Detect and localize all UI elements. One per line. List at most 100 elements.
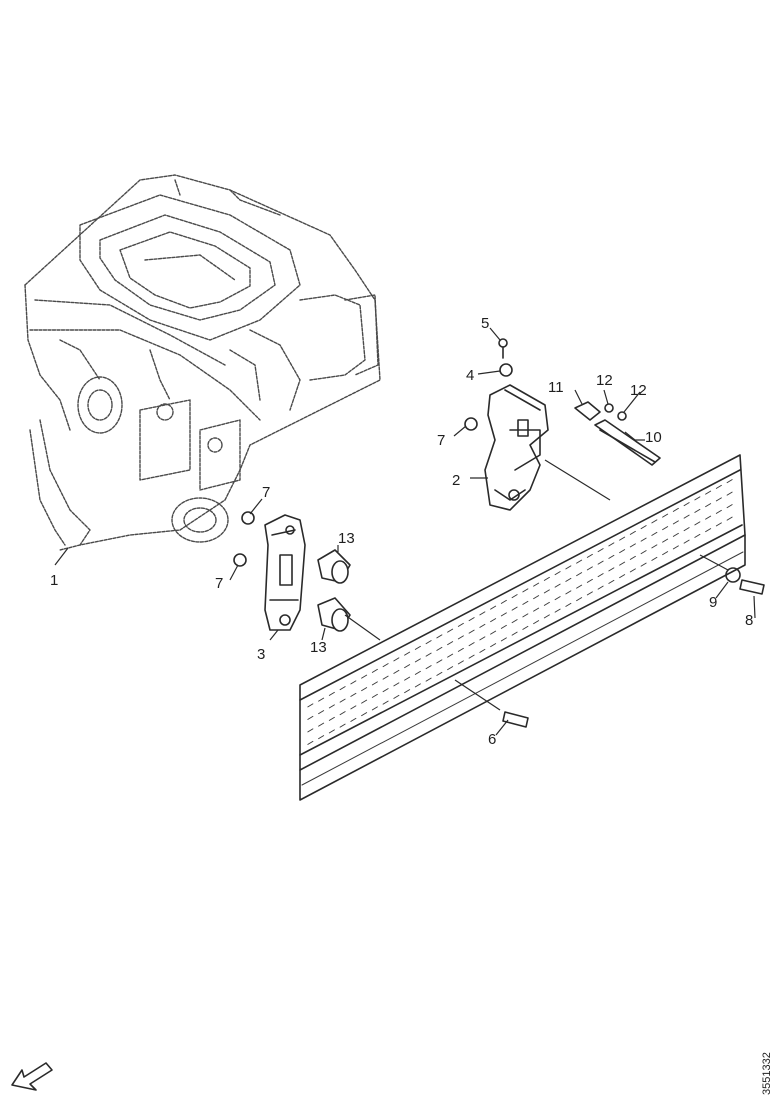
perforation-hole: [672, 545, 679, 550]
perforation-hole: [318, 735, 325, 740]
callout-10: 10: [645, 429, 662, 446]
perforation-hole: [414, 645, 421, 650]
perforation-hole: [307, 703, 314, 708]
perforation-hole: [371, 706, 378, 711]
arrow-down-left-icon: [11, 1062, 53, 1091]
perforation-hole: [715, 497, 722, 502]
perforation-hole: [651, 531, 658, 536]
perforation-hole: [554, 571, 561, 576]
perforation-hole: [500, 612, 507, 617]
perforation-hole: [457, 660, 464, 665]
perforation-hole: [576, 584, 583, 589]
callout-8: 8: [745, 612, 753, 629]
perforation-hole: [619, 561, 626, 566]
perforation-hole: [447, 666, 454, 671]
perforation-hole: [629, 543, 636, 548]
perforation-hole: [694, 508, 701, 513]
perforation-hole: [586, 591, 593, 596]
perforation-hole: [361, 712, 368, 717]
perforation-hole: [565, 602, 572, 607]
perforation-hole: [350, 692, 357, 697]
perforation-hole: [511, 606, 518, 611]
perforation-hole: [543, 576, 550, 581]
perforation-hole: [490, 630, 497, 635]
perforation-hole: [457, 647, 464, 652]
perforation-hole: [597, 560, 604, 565]
perforation-hole: [339, 711, 346, 716]
perforation-hole: [479, 636, 486, 641]
perforation-hole: [608, 554, 615, 559]
leader-lines: [54, 327, 756, 736]
perforation-hole: [447, 628, 454, 633]
perforation-hole: [307, 728, 314, 733]
perforation-hole: [651, 544, 658, 549]
perforation-hole: [608, 567, 615, 572]
perforation-hole: [436, 659, 443, 664]
clip-part-11: [574, 401, 601, 421]
perforation-hole: [683, 514, 690, 519]
callout-7-bracket-left: 7: [215, 575, 223, 592]
callout-12-right: 12: [630, 382, 647, 399]
callout-9: 9: [709, 594, 717, 611]
callout-2: 2: [452, 472, 460, 489]
perforation-hole: [533, 620, 540, 625]
perforation-hole: [457, 635, 464, 640]
perforation-hole: [629, 568, 636, 573]
perforation-hole: [694, 521, 701, 526]
perforation-hole: [328, 691, 335, 696]
perforation-hole: [586, 553, 593, 558]
perforation-hole: [694, 496, 701, 501]
perforation-hole: [705, 528, 712, 533]
perforation-hole: [371, 693, 378, 698]
perforation-hole: [511, 619, 518, 624]
perforation-hole: [715, 522, 722, 527]
perforation-hole: [522, 600, 529, 605]
callout-11: 11: [548, 379, 564, 396]
perforation-hole: [500, 637, 507, 642]
perforation-hole: [522, 613, 529, 618]
perforation-hole: [597, 573, 604, 578]
perforation-hole: [404, 689, 411, 694]
perforation-hole: [468, 642, 475, 647]
perforation-hole: [425, 640, 432, 645]
perforation-hole: [436, 671, 443, 676]
perforation-hole: [425, 677, 432, 682]
perforation-hole: [479, 623, 486, 628]
perforation-hole: [414, 683, 421, 688]
perforation-hole: [640, 537, 647, 542]
perforation-hole: [554, 583, 561, 588]
perforation-hole: [683, 502, 690, 507]
document-number: 3551332: [761, 1052, 773, 1095]
perforation-hole: [651, 556, 658, 561]
perforation-hole: [500, 624, 507, 629]
perforation-hole: [619, 536, 626, 541]
perforation-hole: [640, 562, 647, 567]
perforation-hole: [339, 698, 346, 703]
perforation-hole: [662, 551, 669, 556]
perforation-hole: [350, 717, 357, 722]
perforation-hole: [651, 519, 658, 524]
perforation-hole: [705, 503, 712, 508]
perforation-hole: [672, 520, 679, 525]
perforation-hole: [490, 605, 497, 610]
perforation-hole: [608, 579, 615, 584]
perforation-hole: [371, 668, 378, 673]
perforation-hole: [683, 539, 690, 544]
perforation-hole: [382, 688, 389, 693]
perforation-hole: [565, 565, 572, 570]
perforation-hole: [694, 533, 701, 538]
perforation-hole: [468, 629, 475, 634]
perforation-hole: [457, 622, 464, 627]
perforation-hole: [629, 555, 636, 560]
perforation-hole: [479, 611, 486, 616]
perforation-hole: [307, 715, 314, 720]
callout-7-bracket-top: 7: [262, 484, 270, 501]
perforation-hole: [468, 617, 475, 622]
bracket-part-2: [484, 384, 549, 511]
bushing-13-upper: [317, 549, 351, 584]
perforation-hole: [640, 525, 647, 530]
perforation-hole: [425, 652, 432, 657]
perforation-hole: [436, 634, 443, 639]
strip-part-10: [594, 419, 661, 466]
